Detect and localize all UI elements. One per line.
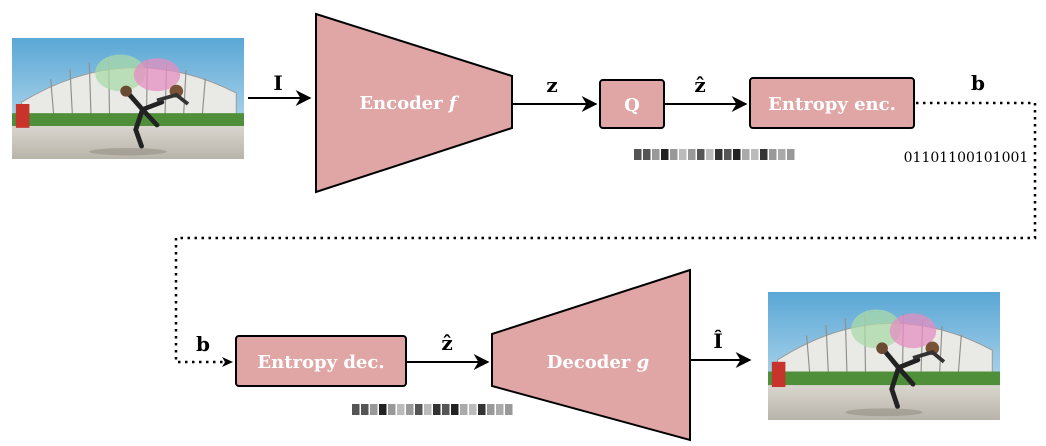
encoder-label: Encoder f (359, 93, 460, 114)
latent-cell (397, 404, 405, 415)
quantized-label: ẑ (694, 73, 705, 97)
latent-cell (643, 149, 651, 160)
quantizer-label: Q (624, 95, 640, 116)
encoder-block (315, 12, 513, 194)
latent-cell (442, 404, 450, 415)
latent-cell (688, 149, 696, 160)
bitstream-label: b (971, 71, 985, 95)
latent-cell (724, 149, 732, 160)
latent-cell (706, 149, 714, 160)
latent-cell (670, 149, 678, 160)
latent-cell (760, 149, 768, 160)
input-label: I (273, 71, 282, 95)
latent-cell (388, 404, 396, 415)
decoder-block (491, 268, 691, 442)
latent-cell (370, 404, 378, 415)
quantized-latent-strip (634, 149, 795, 160)
latent-cell (478, 404, 486, 415)
latent-cell (496, 404, 504, 415)
entropy-decoder-label: Entropy dec. (257, 352, 384, 373)
latent-cell (424, 404, 432, 415)
latent-cell (751, 149, 759, 160)
entropy-encoder-block (749, 77, 915, 129)
latent-cell (379, 404, 387, 415)
latent-cell (715, 149, 723, 160)
latent-cell (778, 149, 786, 160)
input-image (12, 38, 244, 159)
latent-cell (415, 404, 423, 415)
latent-cell (769, 149, 777, 160)
latent-cell (352, 404, 360, 415)
entropy-encoder-label: Entropy enc. (768, 94, 896, 115)
latent-cell (697, 149, 705, 160)
bitstream-arrowhead (222, 357, 233, 367)
latent-cell (433, 404, 441, 415)
bitstream-channel (174, 101, 1037, 364)
latent-cell (634, 149, 642, 160)
quantized-label-2: ẑ (441, 331, 452, 355)
latent-cell (679, 149, 687, 160)
reconstruction-label: Î (713, 329, 722, 353)
output-image (768, 292, 1000, 420)
latent-cell (787, 149, 795, 160)
latent-cell (451, 404, 459, 415)
latent-cell (661, 149, 669, 160)
latent-cell (406, 404, 414, 415)
bitstream-label-2: b (196, 332, 210, 356)
latent-cell (652, 149, 660, 160)
decoder-label: Decoder g (547, 352, 649, 373)
latent-cell (469, 404, 477, 415)
latent-cell (487, 404, 495, 415)
latent-cell (742, 149, 750, 160)
bitstring-text: 01101100101001 (904, 150, 1029, 166)
latent-cell (505, 404, 513, 415)
latent-cell (460, 404, 468, 415)
latent-cell (361, 404, 369, 415)
latent-cell (733, 149, 741, 160)
latent-label: z (546, 73, 557, 97)
quantized-latent-strip-2 (352, 404, 513, 415)
